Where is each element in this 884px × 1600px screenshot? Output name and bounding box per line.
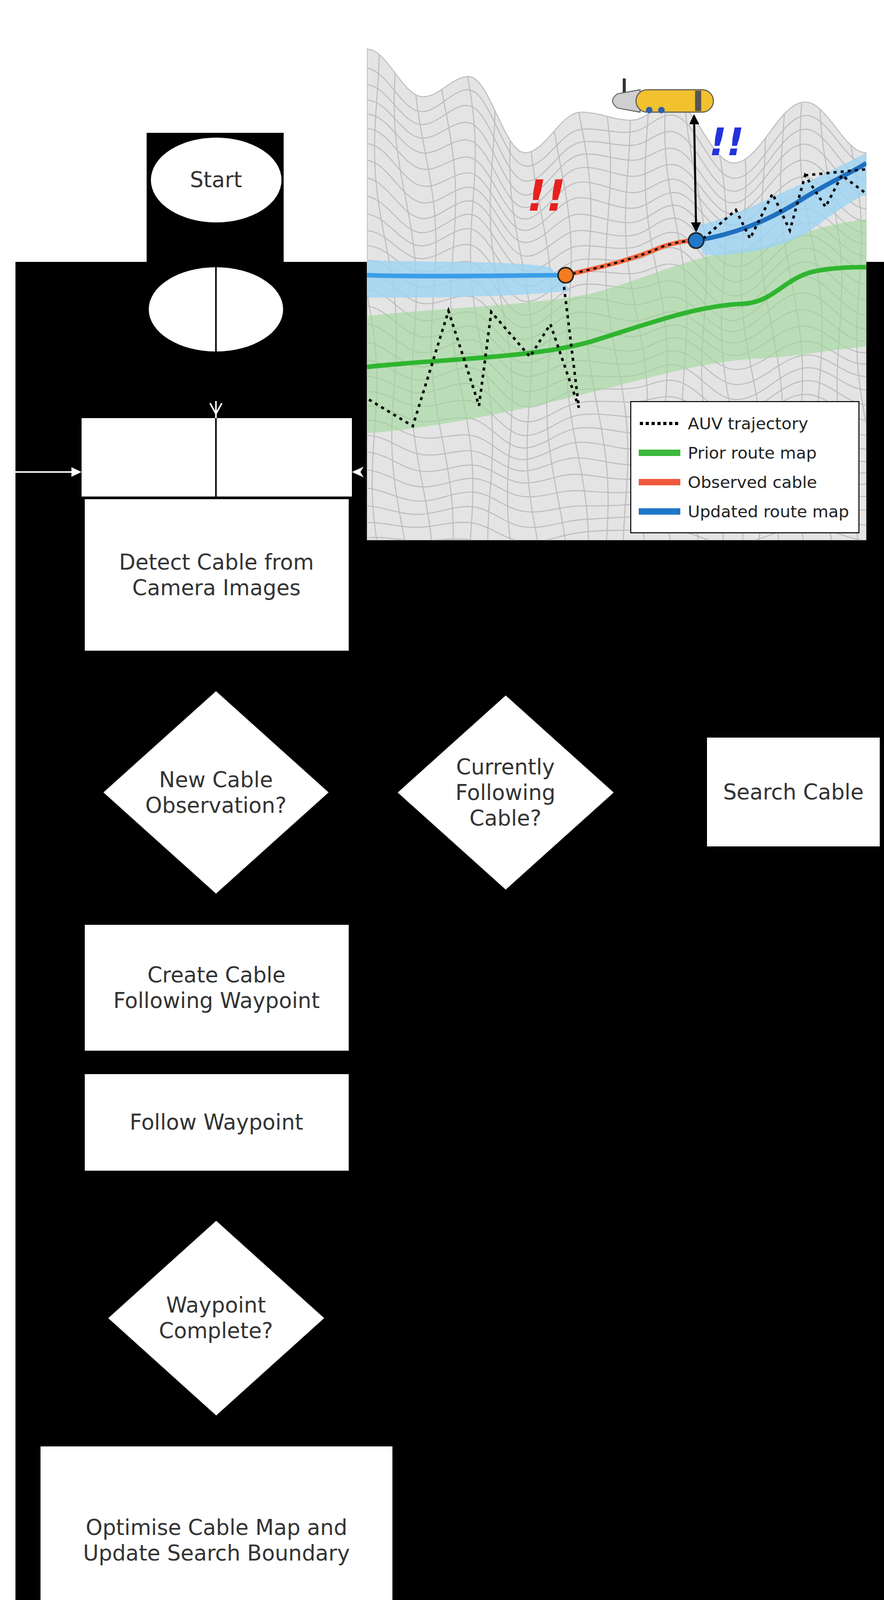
legend-row: Updated route map — [638, 496, 853, 526]
node-content: Start — [150, 137, 282, 223]
dark-ground — [146, 132, 284, 262]
legend-row: Observed cable — [638, 467, 853, 497]
mesh-line — [366, 67, 867, 179]
updated-route-band — [693, 153, 867, 256]
prior-route-line — [366, 267, 867, 367]
legend-line-sample — [638, 420, 681, 427]
process-box: Detect Cable from Camera Images — [84, 499, 349, 651]
divider-line — [215, 267, 218, 352]
dotted-line — [639, 421, 680, 425]
node-label: Search Cable — [722, 778, 864, 805]
auv-thruster — [657, 106, 665, 114]
process-box: Follow Waypoint — [84, 1073, 349, 1171]
observed-cable — [565, 240, 697, 276]
node-label: Start — [189, 166, 243, 193]
decision-diamond: New Cable Observation? — [103, 690, 329, 894]
auv-band — [695, 90, 702, 111]
node-label: Detect Cable from Camera Images — [95, 549, 339, 601]
decision-diamond: Waypoint Complete? — [108, 1220, 325, 1416]
arrow-stub — [15, 471, 74, 473]
divider-line — [215, 418, 218, 497]
mesh-line — [549, 45, 589, 541]
arrow-head — [210, 403, 222, 414]
legend-box: AUV trajectoryPrior route mapObserved ca… — [630, 400, 860, 534]
node-content: Create Cable Following Waypoint — [84, 924, 349, 1051]
diamond-shape — [397, 695, 614, 890]
updated-route-line — [696, 163, 867, 241]
decision-diamond-outline — [103, 690, 329, 894]
legend-swatch — [638, 478, 681, 486]
node-content: Optimise Cable Map and Update Search Bou… — [40, 1445, 393, 1600]
node-content: Detect Cable from Camera Images — [84, 499, 349, 651]
process-box: Search Cable — [706, 737, 880, 847]
cable-lost-point — [558, 267, 574, 284]
node-content: Search Cable — [706, 737, 880, 847]
updated-route-band — [366, 259, 571, 298]
node-label: Currently Following Cable? — [424, 753, 587, 831]
legend-row: Prior route map — [638, 437, 853, 468]
node-content: New Cable Observation? — [103, 690, 329, 894]
legend-text: Observed cable — [687, 472, 817, 492]
arrow-head — [71, 467, 82, 477]
node-label: Waypoint Complete? — [134, 1291, 297, 1344]
legend-text: Updated route map — [687, 501, 849, 521]
terrain-mesh — [366, 45, 867, 541]
arrow-stub — [215, 400, 218, 419]
diamond-shape — [108, 1220, 325, 1416]
decision-diamond: Currently Following Cable? — [397, 695, 614, 890]
node-label: Create Cable Following Waypoint — [95, 961, 339, 1014]
range-arrow — [694, 116, 697, 231]
ellipse-shape — [150, 137, 282, 223]
auv-trajectory — [565, 240, 697, 276]
alert-mark: !! — [709, 122, 745, 162]
legend-swatch — [638, 508, 681, 515]
auv-vehicle — [612, 78, 714, 114]
decision-diamond-outline — [108, 1220, 325, 1416]
auv-mast — [622, 78, 626, 94]
node-content: Currently Following Cable? — [397, 695, 614, 890]
mesh-line — [366, 84, 867, 191]
updated-route-line — [366, 275, 566, 277]
mesh-line — [366, 99, 867, 203]
node-label: Optimise Cable Map and Update Search Bou… — [61, 1514, 372, 1566]
merge-shape — [148, 267, 284, 352]
terminal-ellipse: Start — [150, 137, 282, 223]
legend-row: AUV trajectory — [638, 408, 853, 438]
node-label: Follow Waypoint — [129, 1108, 303, 1135]
legend-text: Prior route map — [687, 443, 817, 463]
node-content: Follow Waypoint — [84, 1073, 349, 1171]
arrow-head — [351, 466, 364, 478]
illustration-ground — [366, 45, 867, 541]
auv-thruster — [646, 106, 653, 114]
cable-found-point — [688, 232, 704, 249]
auv-trajectory — [368, 283, 580, 427]
node-label: New Cable Observation? — [134, 766, 297, 818]
mesh-line — [366, 537, 867, 541]
legend-swatch — [638, 449, 681, 456]
diamond-shape — [103, 690, 329, 894]
merge-box — [81, 418, 352, 497]
process-box: Optimise Cable Map and Update Search Bou… — [40, 1445, 393, 1600]
auv-trajectory — [703, 169, 867, 239]
node-content: Waypoint Complete? — [108, 1220, 325, 1416]
alert-mark: !! — [526, 174, 566, 218]
process-box: Create Cable Following Waypoint — [84, 924, 349, 1051]
legend-text: AUV trajectory — [687, 413, 809, 433]
